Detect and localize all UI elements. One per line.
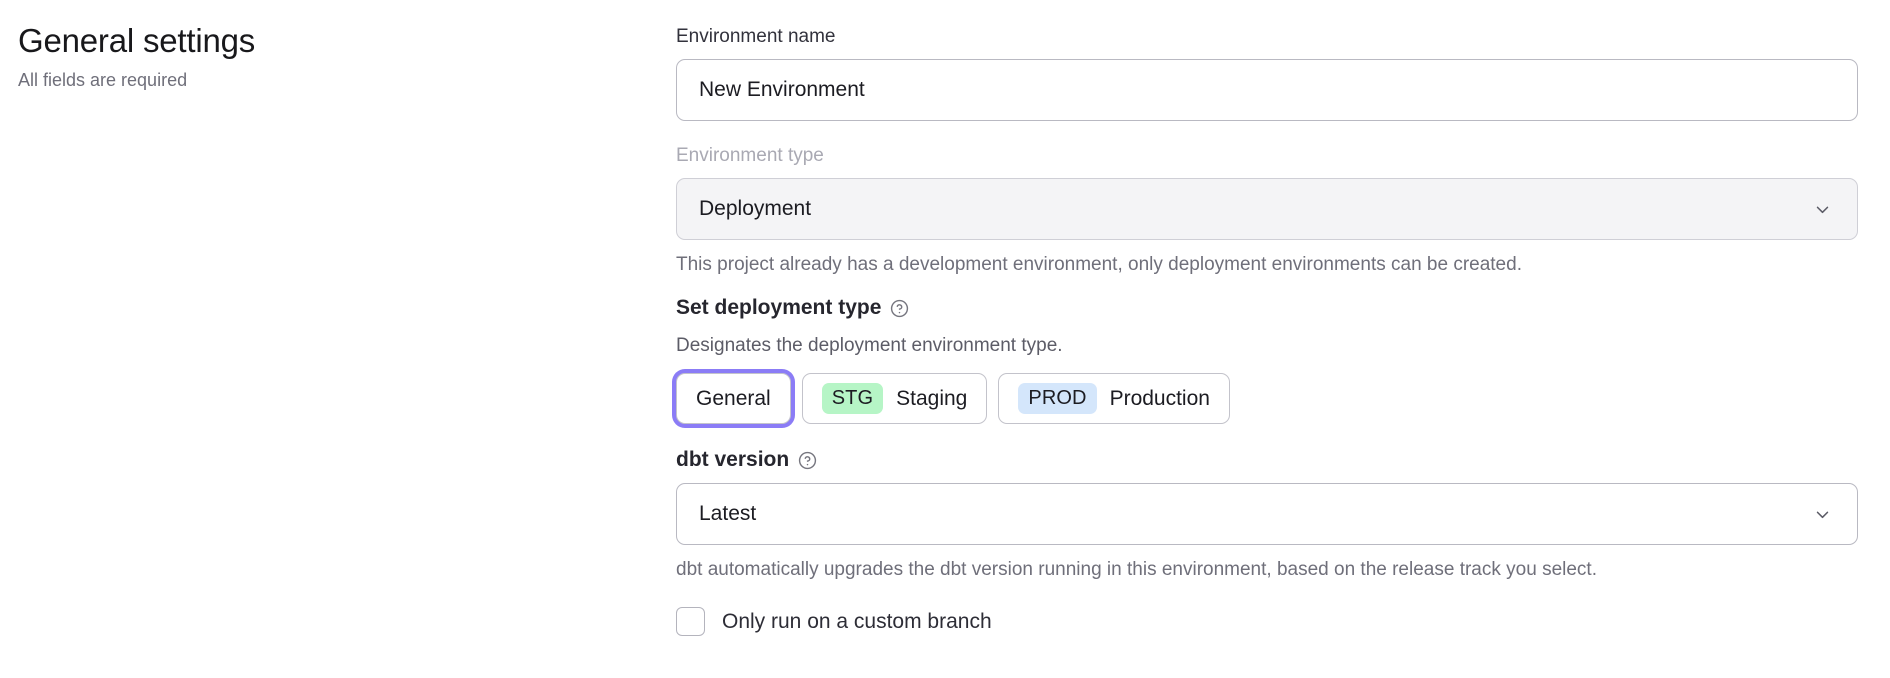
settings-form-column: Environment name New Environment Environ… — [676, 24, 1858, 636]
deployment-type-label: Set deployment type — [676, 296, 882, 319]
dbt-version-label: dbt version — [676, 448, 790, 471]
deployment-type-option-staging-label: Staging — [896, 386, 968, 410]
environment-type-value: Deployment — [699, 197, 812, 220]
environment-type-field-group: Environment type Deployment This project… — [676, 143, 1858, 278]
environment-name-input[interactable]: New Environment — [676, 59, 1858, 121]
chevron-down-icon — [1814, 201, 1831, 218]
environment-name-field-group: Environment name New Environment — [676, 24, 1858, 121]
spacer — [676, 121, 1858, 143]
page-title: General settings — [18, 22, 256, 59]
deployment-type-option-production-label: Production — [1109, 386, 1210, 410]
deployment-type-options: General STG Staging PROD Production — [676, 373, 1858, 424]
deployment-type-option-general[interactable]: General — [676, 373, 791, 424]
environment-name-value: New Environment — [699, 78, 865, 101]
dbt-version-select[interactable]: Latest — [676, 483, 1858, 545]
dbt-version-value: Latest — [699, 502, 757, 525]
dbt-version-helper-text: dbt automatically upgrades the dbt versi… — [676, 559, 1597, 580]
custom-branch-checkbox[interactable] — [676, 607, 705, 636]
chevron-down-icon — [1814, 506, 1831, 523]
deployment-type-field-group: Set deployment type Designates the deplo… — [676, 294, 1858, 424]
page-subtitle: All fields are required — [18, 70, 188, 90]
custom-branch-row[interactable]: Only run on a custom branch — [676, 607, 1858, 636]
environment-type-label: Environment type — [676, 145, 824, 166]
deployment-type-heading: Set deployment type — [676, 294, 1858, 322]
help-circle-icon[interactable] — [798, 451, 817, 470]
environment-type-helper-text: This project already has a development e… — [676, 254, 1522, 275]
dbt-version-field-group: dbt version Latest dbt automatically upg… — [676, 446, 1858, 583]
deployment-type-option-general-label: General — [696, 386, 771, 410]
deployment-type-description: Designates the deployment environment ty… — [676, 335, 1063, 356]
production-badge: PROD — [1018, 383, 1097, 414]
help-circle-icon[interactable] — [890, 299, 909, 318]
deployment-type-option-production[interactable]: PROD Production — [998, 373, 1230, 424]
environment-name-label: Environment name — [676, 26, 836, 47]
environment-type-select[interactable]: Deployment — [676, 178, 1858, 240]
staging-badge: STG — [821, 383, 884, 414]
custom-branch-label: Only run on a custom branch — [722, 609, 992, 633]
deployment-type-option-staging[interactable]: STG Staging — [801, 373, 988, 424]
settings-intro-column: General settings All fields are required — [18, 20, 618, 93]
dbt-version-heading: dbt version — [676, 446, 1858, 474]
